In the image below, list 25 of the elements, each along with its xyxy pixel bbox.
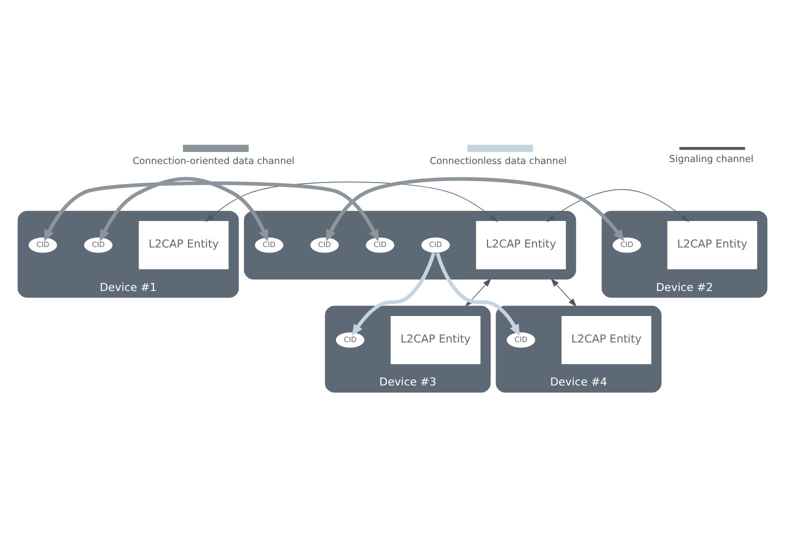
legend-label: Connectionless data channel [430,156,567,168]
node-ellipse: CID [612,236,642,254]
arrow [326,177,624,242]
node-ellipse: CID [310,236,340,254]
arrow [352,252,436,336]
cluster [244,210,576,280]
node-ellipse: CID [420,236,451,254]
node-box: L2CAP Entity [562,316,652,364]
arrow [436,252,520,336]
node-box: L2CAP Entity [390,316,480,364]
arrow [100,176,268,242]
node-ellipse: CID [83,236,114,254]
node-ellipse: CID [28,236,58,254]
node-ellipse: CID [506,332,536,348]
node-box: L2CAP Entity [476,221,566,270]
node-ellipse: CID [365,236,396,254]
arrow [546,189,690,222]
node-box: L2CAP Entity [667,221,758,270]
arrow [550,278,577,307]
node-ellipse: CID [254,236,284,254]
node-ellipse: CID [335,332,366,348]
arrow [44,181,379,242]
legend-label: Connection-oriented data channel [132,156,295,168]
node-box: L2CAP Entity [138,221,229,270]
legend-label: Signaling channel [669,154,754,165]
